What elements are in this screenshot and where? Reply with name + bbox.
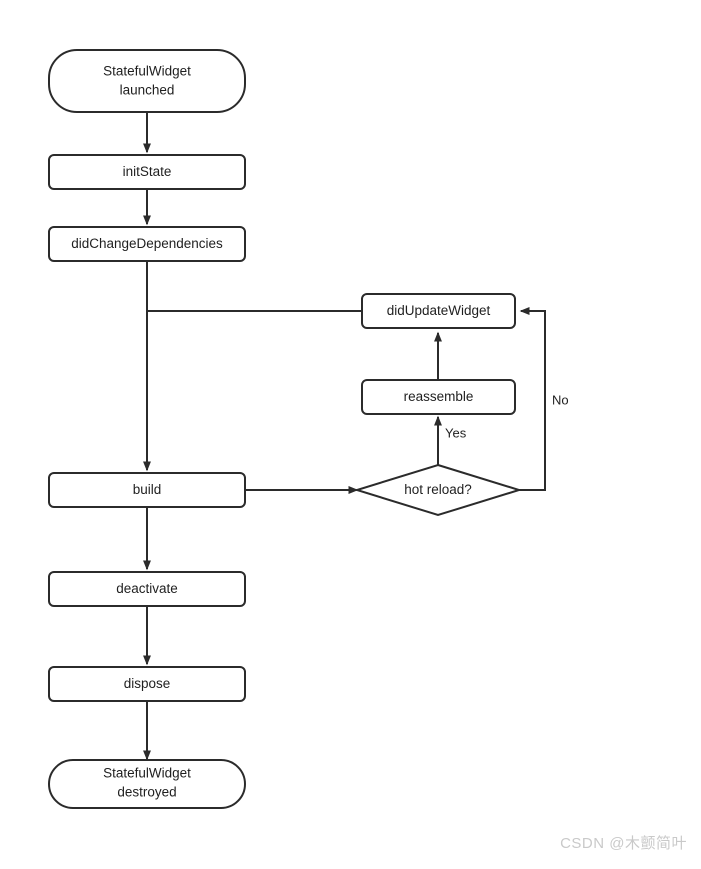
- node-shape-rect: [48, 472, 246, 508]
- node-label-line2: launched: [120, 83, 175, 98]
- node-shape-diamond: [353, 463, 523, 517]
- node-didchangedependencies[interactable]: didChangeDependencies: [48, 226, 246, 262]
- node-shape-rect: [48, 571, 246, 607]
- node-reassemble[interactable]: reassemble: [361, 379, 516, 415]
- node-deactivate[interactable]: deactivate: [48, 571, 246, 607]
- node-shape-rect: [361, 379, 516, 415]
- edge-hotreload-to-reassemble: Yes: [434, 415, 467, 466]
- node-shape-stadium: [48, 759, 246, 809]
- node-label: didChangeDependencies: [71, 236, 223, 251]
- node-label-line2: destroyed: [117, 785, 176, 800]
- edge-hotreload-to-didupdatewidget-no: No: [519, 307, 569, 491]
- watermark-text: CSDN @木颤简叶: [560, 835, 687, 852]
- node-build[interactable]: build: [48, 472, 246, 508]
- node-statefulwidget-destroyed[interactable]: StatefulWidget destroyed: [48, 759, 246, 809]
- node-initstate[interactable]: initState: [48, 154, 246, 190]
- node-label: hot reload?: [404, 482, 472, 497]
- node-label: reassemble: [404, 389, 474, 404]
- node-statefulwidget-launched[interactable]: StatefulWidget launched: [48, 49, 246, 113]
- node-label-line1: StatefulWidget: [103, 766, 191, 781]
- node-shape-rect: [48, 666, 246, 702]
- node-label: deactivate: [116, 581, 178, 596]
- node-hot-reload-decision[interactable]: hot reload?: [353, 463, 523, 517]
- node-label-line1: StatefulWidget: [103, 64, 191, 79]
- edge-label-no: No: [552, 392, 569, 407]
- node-dispose[interactable]: dispose: [48, 666, 246, 702]
- node-label: didUpdateWidget: [387, 303, 491, 318]
- node-shape-rect: [48, 154, 246, 190]
- node-label: initState: [123, 164, 172, 179]
- node-shape-rect: [48, 226, 246, 262]
- edge-label-yes: Yes: [445, 425, 467, 440]
- node-shape-stadium: [48, 49, 246, 113]
- node-label: build: [133, 482, 162, 497]
- node-didupdatewidget[interactable]: didUpdateWidget: [361, 293, 516, 329]
- node-shape-rect: [361, 293, 516, 329]
- node-label: dispose: [124, 676, 171, 691]
